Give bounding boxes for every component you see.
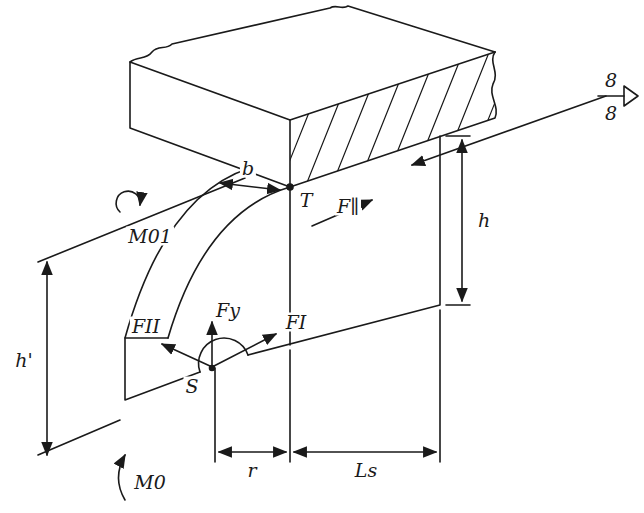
drawing-label: 8 bbox=[603, 104, 619, 123]
drawing-label: Fy bbox=[214, 301, 242, 320]
drawing-label: FI bbox=[284, 313, 309, 332]
drawing-label: M01 bbox=[126, 227, 174, 246]
drawing-label: 8 bbox=[603, 71, 619, 90]
drawing-label: b bbox=[240, 159, 256, 178]
drawing-label: FII bbox=[130, 317, 162, 336]
drawing-label: r bbox=[245, 461, 258, 480]
drawing-label: Ls bbox=[353, 461, 379, 480]
drawing-label: h' bbox=[13, 351, 34, 370]
drawing-label: T bbox=[298, 191, 315, 210]
drawing-label: S bbox=[183, 377, 200, 396]
drawing-label: F∥ bbox=[335, 197, 361, 216]
drawing-label: h bbox=[476, 211, 492, 230]
drawing-label: M0 bbox=[132, 473, 168, 492]
